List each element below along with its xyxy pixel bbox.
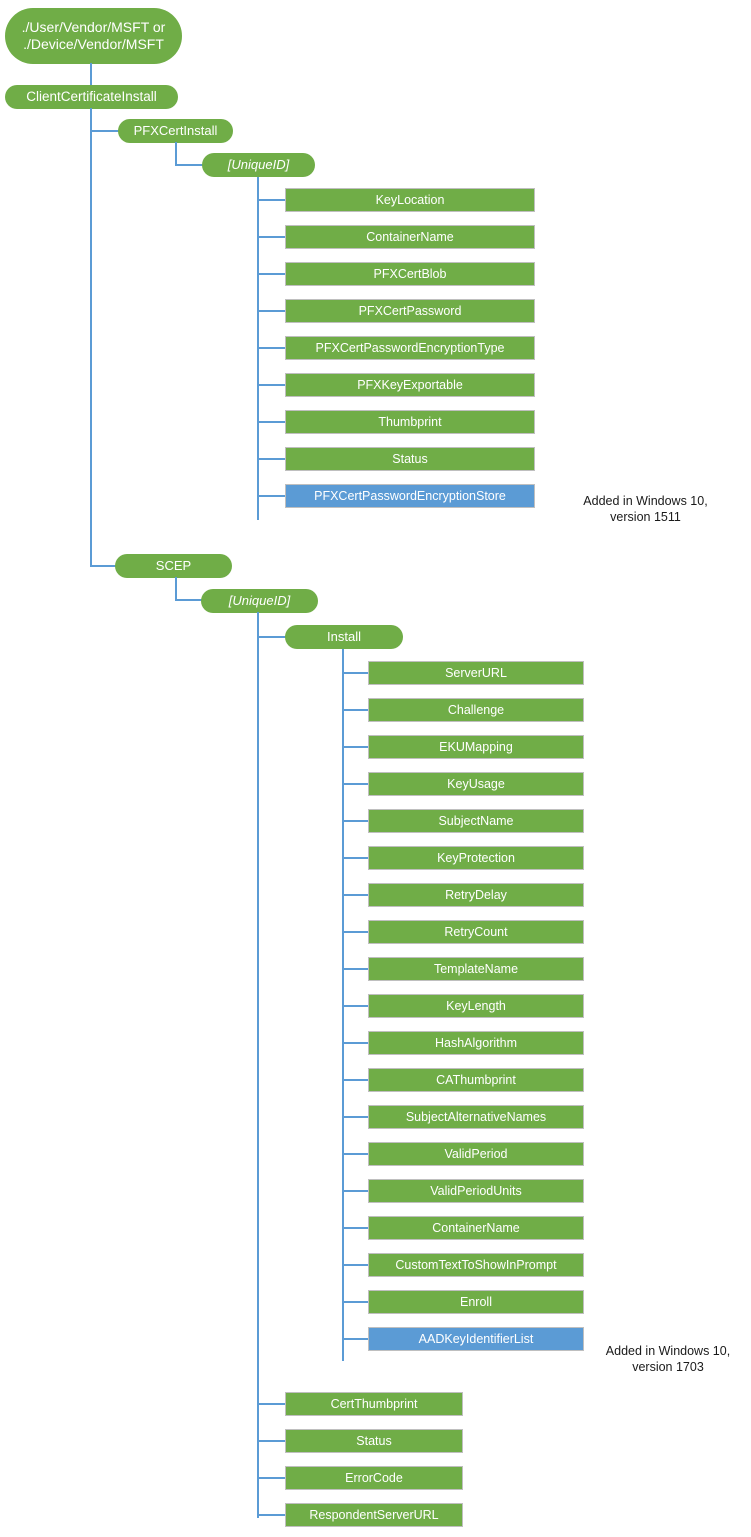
- connector-pfx-to-uniqueid: [175, 164, 204, 166]
- connector-stub: [257, 421, 285, 423]
- leaf-node-status[interactable]: Status: [285, 1429, 463, 1453]
- connector-stub: [257, 495, 285, 497]
- connector-stub: [257, 347, 285, 349]
- leaf-node-containername[interactable]: ContainerName: [368, 1216, 584, 1240]
- connector-stub: [257, 458, 285, 460]
- connector-stub: [342, 783, 368, 785]
- node-clientcertificateinstall[interactable]: ClientCertificateInstall: [5, 85, 178, 109]
- connector-stub: [257, 384, 285, 386]
- note-pfx-added-version: Added in Windows 10, version 1511: [583, 494, 708, 524]
- leaf-node-containername[interactable]: ContainerName: [285, 225, 535, 249]
- leaf-node-pfxcertpasswordencryptionstore[interactable]: PFXCertPasswordEncryptionStore: [285, 484, 535, 508]
- node-pfx-uniqueid[interactable]: [UniqueID]: [202, 153, 315, 177]
- connector-stub: [342, 1116, 368, 1118]
- leaf-node-ekumapping[interactable]: EKUMapping: [368, 735, 584, 759]
- leaf-node-customtexttoshowinprompt[interactable]: CustomTextToShowInPrompt: [368, 1253, 584, 1277]
- leaf-node-aadkeyidentifierlist[interactable]: AADKeyIdentifierList: [368, 1327, 584, 1351]
- connector-scep-trunk: [175, 577, 177, 600]
- leaf-node-cathumbprint[interactable]: CAThumbprint: [368, 1068, 584, 1092]
- leaf-node-respondentserverurl[interactable]: RespondentServerURL: [285, 1503, 463, 1527]
- leaf-node-hashalgorithm[interactable]: HashAlgorithm: [368, 1031, 584, 1055]
- leaf-node-keyprotection[interactable]: KeyProtection: [368, 846, 584, 870]
- node-scep-uniqueid[interactable]: [UniqueID]: [201, 589, 318, 613]
- connector-stub: [257, 310, 285, 312]
- leaf-node-challenge[interactable]: Challenge: [368, 698, 584, 722]
- connector-csp-to-pfx: [90, 130, 120, 132]
- connector-stub: [342, 746, 368, 748]
- connector-stub: [342, 931, 368, 933]
- connector-stub: [342, 709, 368, 711]
- connector-stub: [257, 273, 285, 275]
- connector-stub: [342, 968, 368, 970]
- leaf-node-pfxkeyexportable[interactable]: PFXKeyExportable: [285, 373, 535, 397]
- leaf-node-serverurl[interactable]: ServerURL: [368, 661, 584, 685]
- connector-csp-to-scep: [90, 565, 118, 567]
- connector-stub: [257, 236, 285, 238]
- connector-stub: [342, 672, 368, 674]
- node-install[interactable]: Install: [285, 625, 403, 649]
- connector-stub: [342, 1005, 368, 1007]
- leaf-node-templatename[interactable]: TemplateName: [368, 957, 584, 981]
- connector-stub: [342, 1227, 368, 1229]
- leaf-node-subjectalternativenames[interactable]: SubjectAlternativeNames: [368, 1105, 584, 1129]
- connector-stub: [342, 1190, 368, 1192]
- connector-stub: [257, 1403, 285, 1405]
- leaf-node-enroll[interactable]: Enroll: [368, 1290, 584, 1314]
- connector-stub: [342, 1264, 368, 1266]
- leaf-node-validperiodunits[interactable]: ValidPeriodUnits: [368, 1179, 584, 1203]
- connector-stub: [342, 1153, 368, 1155]
- leaf-node-errorcode[interactable]: ErrorCode: [285, 1466, 463, 1490]
- leaf-node-keylength[interactable]: KeyLength: [368, 994, 584, 1018]
- connector-scep-uniqueid-to-install: [257, 636, 287, 638]
- connector-stub: [342, 1338, 368, 1340]
- node-pfxcertinstall[interactable]: PFXCertInstall: [118, 119, 233, 143]
- connector-pfx-trunk: [175, 142, 177, 165]
- node-root[interactable]: ./User/Vendor/MSFT or ./Device/Vendor/MS…: [5, 8, 182, 64]
- leaf-node-retrydelay[interactable]: RetryDelay: [368, 883, 584, 907]
- leaf-node-subjectname[interactable]: SubjectName: [368, 809, 584, 833]
- node-scep[interactable]: SCEP: [115, 554, 232, 578]
- leaf-node-status[interactable]: Status: [285, 447, 535, 471]
- leaf-node-thumbprint[interactable]: Thumbprint: [285, 410, 535, 434]
- connector-stub: [342, 1042, 368, 1044]
- connector-stub: [257, 1440, 285, 1442]
- connector-stub: [342, 1079, 368, 1081]
- connector-stub: [342, 1301, 368, 1303]
- leaf-node-keyusage[interactable]: KeyUsage: [368, 772, 584, 796]
- connector-scep-uniqueid-trunk: [257, 612, 259, 1518]
- connector-scep-to-uniqueid: [175, 599, 203, 601]
- connector-csp-trunk: [90, 108, 92, 566]
- connector-stub: [257, 1477, 285, 1479]
- leaf-node-validperiod[interactable]: ValidPeriod: [368, 1142, 584, 1166]
- leaf-node-keylocation[interactable]: KeyLocation: [285, 188, 535, 212]
- note-install-added-version: Added in Windows 10, version 1703: [605, 1344, 731, 1374]
- leaf-node-pfxcertpasswordencryptiontype[interactable]: PFXCertPasswordEncryptionType: [285, 336, 535, 360]
- connector-stub: [342, 820, 368, 822]
- leaf-node-retrycount[interactable]: RetryCount: [368, 920, 584, 944]
- connector-stub: [257, 199, 285, 201]
- leaf-node-pfxcertblob[interactable]: PFXCertBlob: [285, 262, 535, 286]
- leaf-node-certthumbprint[interactable]: CertThumbprint: [285, 1392, 463, 1416]
- connector-stub: [342, 894, 368, 896]
- connector-stub: [257, 1514, 285, 1516]
- leaf-node-pfxcertpassword[interactable]: PFXCertPassword: [285, 299, 535, 323]
- connector-stub: [342, 857, 368, 859]
- connector-root-to-csp: [90, 63, 92, 86]
